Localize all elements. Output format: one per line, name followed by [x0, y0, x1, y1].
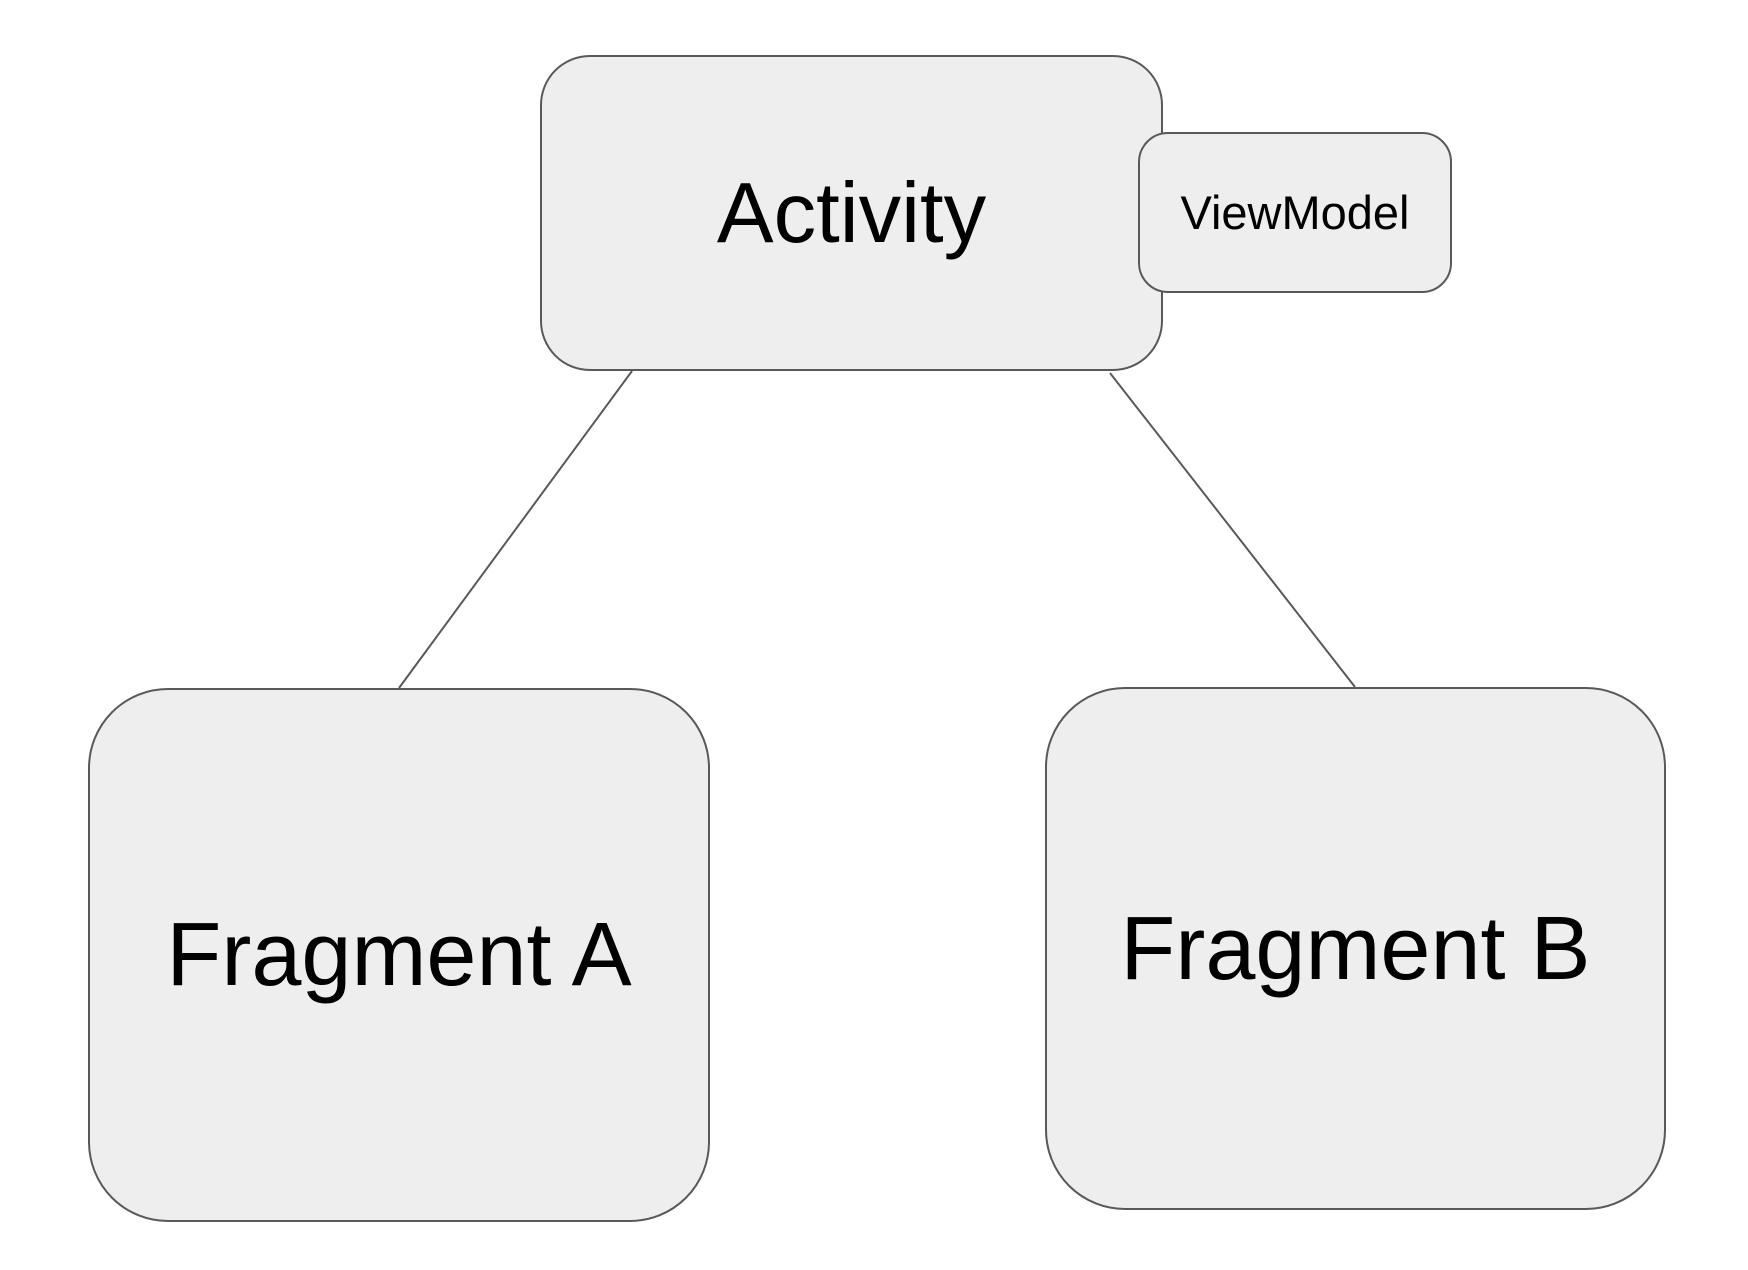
node-activity-label: Activity: [716, 165, 987, 261]
edge-activity-to-fragment-a: [398, 370, 633, 689]
edge-activity-to-fragment-b: [1109, 372, 1356, 688]
node-fragment-b: Fragment B: [1045, 687, 1666, 1210]
node-fragment-b-label: Fragment B: [1120, 898, 1591, 999]
node-viewmodel-label: ViewModel: [1180, 186, 1410, 239]
node-fragment-a: Fragment A: [88, 688, 710, 1222]
node-viewmodel: ViewModel: [1138, 132, 1452, 293]
node-fragment-a-label: Fragment A: [166, 905, 632, 1005]
node-activity: Activity: [540, 55, 1163, 371]
